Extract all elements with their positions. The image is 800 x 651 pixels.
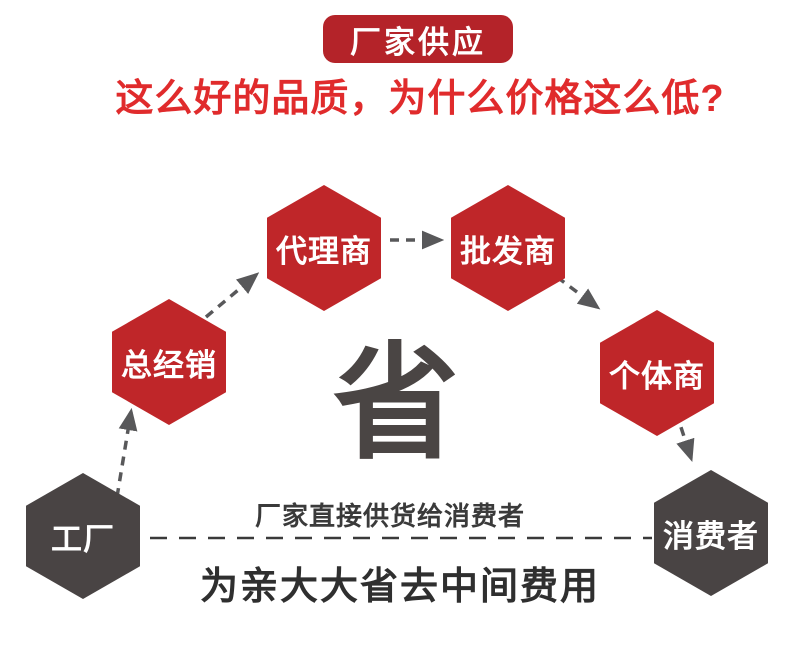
center-save-character: 省: [333, 333, 459, 474]
hex-individual-merchant-label: 个体商: [609, 358, 705, 394]
hex-agent-label: 代理商: [276, 233, 372, 269]
arrow-wholesaler-to-merchant: [555, 275, 601, 310]
headline: 这么好的品质，为什么价格这么低?: [115, 78, 725, 120]
hex-factory-label: 工厂: [51, 521, 115, 557]
hex-consumer-label: 消费者: [663, 518, 759, 554]
arrow-factory-to-distributor: [115, 407, 138, 498]
save-cost-slogan: 为亲大大省去中间费用: [199, 566, 600, 608]
direct-supply-caption: 厂家直接供货给消费者: [254, 501, 525, 531]
hex-wholesaler: 批发商: [451, 185, 565, 311]
banner-label: 厂家供应: [350, 24, 486, 60]
arrow-distributor-to-agent: [204, 272, 260, 319]
hex-agent: 代理商: [267, 185, 381, 311]
hex-general-distributor: 总经销: [112, 299, 226, 425]
hex-wholesaler-label: 批发商: [460, 233, 556, 269]
hex-general-distributor-label: 总经销: [121, 347, 217, 383]
banner-factory-supply: 厂家供应: [323, 15, 513, 63]
hex-individual-merchant: 个体商: [600, 310, 714, 436]
